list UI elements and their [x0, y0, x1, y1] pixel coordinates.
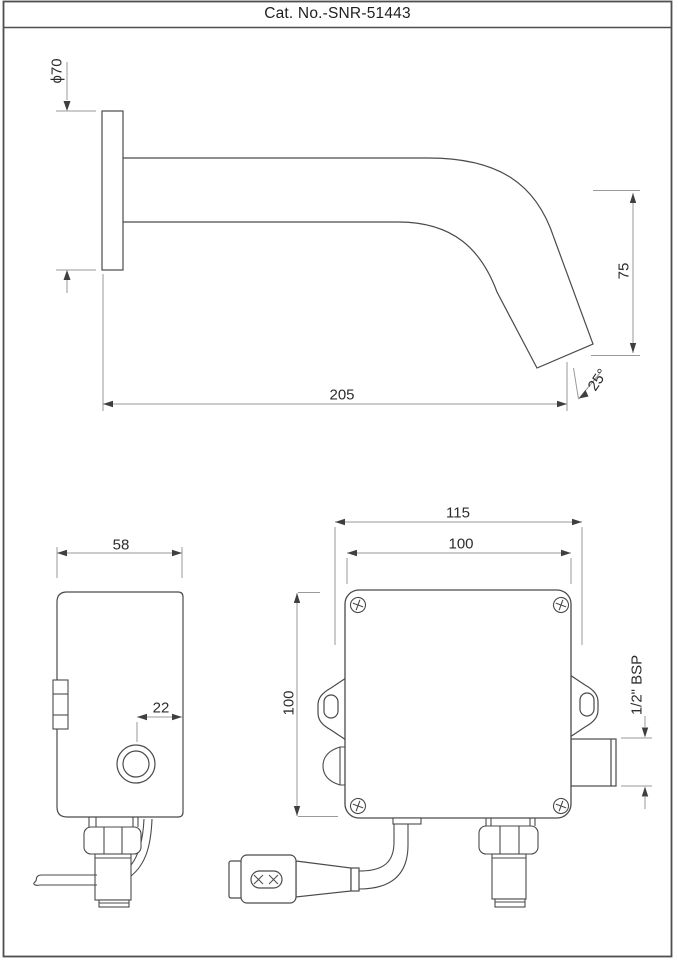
dim-spout-drop-lines — [591, 190, 640, 356]
dim-box-depth-lines — [56, 547, 183, 578]
dim-label-body-height: 100 — [280, 690, 298, 716]
dim-label-spout-reach: 205 — [329, 386, 355, 404]
sensor-cable — [358, 817, 422, 890]
dim-label-box-depth: 58 — [112, 536, 130, 554]
cover-screw — [552, 596, 570, 614]
dim-body-width-lines — [346, 552, 572, 584]
dim-flange-diameter-arrows — [63, 101, 71, 280]
sensor-plug — [228, 854, 360, 904]
dim-outlet-angle-arrow — [579, 390, 589, 399]
sensor-button — [116, 744, 156, 784]
dim-label-flange-diameter: ϕ70 — [48, 58, 66, 84]
dim-outlet-thread-arrows — [641, 727, 649, 797]
sensor-plug-emblem — [253, 874, 279, 885]
cover-screw — [552, 797, 570, 815]
outlet-fitting-front — [478, 818, 539, 908]
cable-gland-dome — [322, 746, 346, 786]
dim-box-depth-arrows — [57, 549, 182, 557]
mounting-ear-right — [569, 673, 599, 739]
dim-spout-reach-lines — [102, 274, 568, 411]
cover-screws — [349, 596, 570, 815]
mounting-ear-left — [317, 676, 347, 742]
title-bar: Cat. No.-SNR-51443 — [3, 1, 672, 27]
dim-spout-drop-arrows — [629, 193, 637, 353]
wall-flange — [101, 110, 124, 271]
dim-label-body-width: 100 — [448, 535, 474, 553]
side-clip — [52, 679, 69, 730]
dim-outlet-thread-lines — [621, 716, 652, 809]
dim-label-overall-width: 115 — [446, 504, 470, 522]
spout-outline — [123, 157, 594, 369]
inlet-fitting-side — [83, 817, 142, 908]
outlet-pipe — [570, 738, 617, 787]
dim-sensor-offset-arrows — [137, 713, 182, 721]
control-box-front — [344, 589, 572, 819]
dim-body-height-lines — [296, 592, 338, 817]
cover-screw — [349, 797, 367, 815]
dim-spout-reach-arrows — [103, 400, 567, 408]
catalog-number: Cat. No.-SNR-51443 — [264, 5, 411, 22]
dim-label-outlet-thread: 1/2" BSP — [628, 654, 646, 716]
control-box-side — [56, 591, 184, 818]
dim-overall-width-arrows — [335, 518, 582, 526]
dim-flange-diameter-lines — [56, 62, 96, 293]
dim-label-sensor-offset: 22 — [152, 699, 170, 717]
cover-screw — [349, 596, 367, 614]
dim-body-width-arrows — [347, 549, 571, 557]
dim-body-height-arrows — [293, 593, 301, 816]
dim-label-spout-drop: 75 — [615, 262, 633, 280]
supply-hose — [33, 874, 97, 886]
dim-overall-width-lines — [334, 521, 583, 645]
